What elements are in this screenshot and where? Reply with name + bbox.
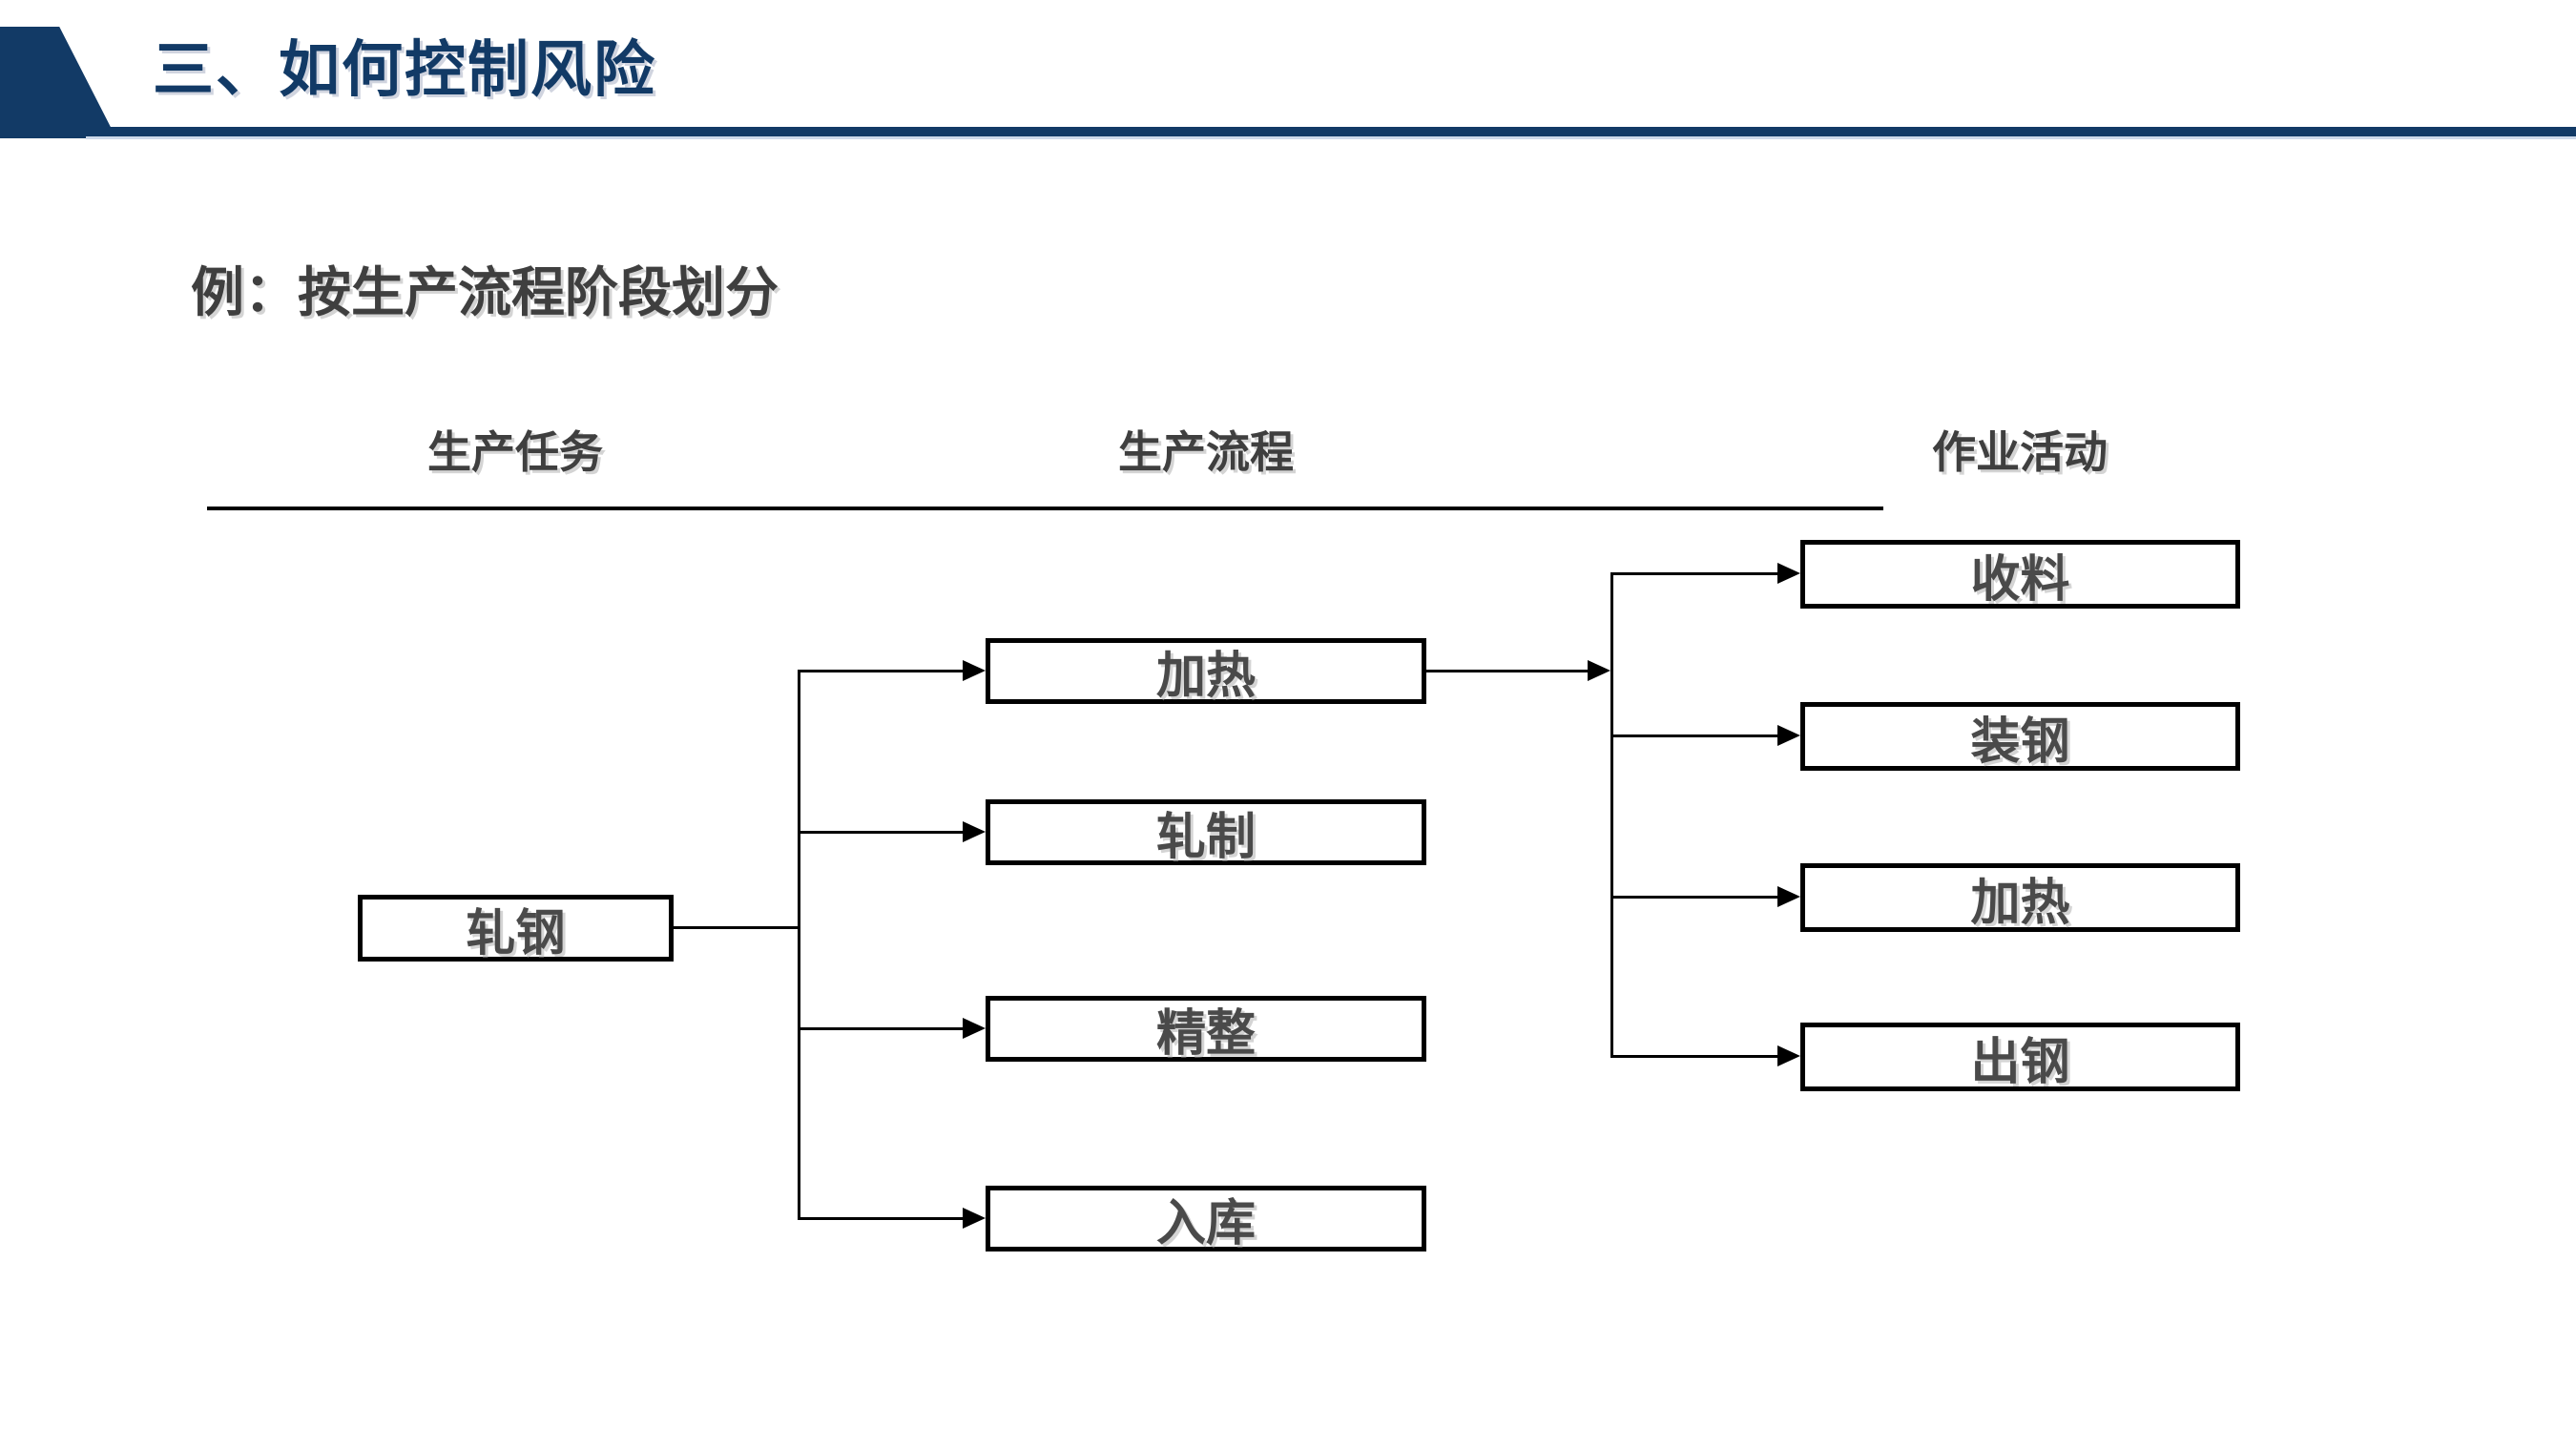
column-header-rule: [207, 507, 1883, 510]
node-process-finishing: 精整: [986, 996, 1426, 1062]
logo-trapezoid-shape: [0, 27, 116, 138]
connector-task-out: [673, 926, 799, 929]
node-activity-heating: 加热: [1800, 863, 2240, 932]
column-header-production-process: 生产流程: [1118, 427, 1294, 477]
arrowhead-activity-0: [1777, 563, 1800, 584]
node-process-warehousing: 入库: [986, 1186, 1426, 1251]
arrowhead-process-1: [963, 821, 986, 842]
page-title: 三、如何控制风险: [153, 35, 656, 104]
example-subtitle: 例：按生产流程阶段划分: [191, 262, 779, 322]
arrowhead-activity-1: [1777, 725, 1800, 746]
column-header-work-activity: 作业活动: [1932, 427, 2108, 477]
connector-branch-process-2: [798, 1027, 965, 1030]
arrowhead-activity-2: [1777, 886, 1800, 907]
connector-branch-activity-3: [1612, 1055, 1778, 1058]
title-underline: [86, 127, 2576, 139]
connector-left-trunk: [798, 670, 800, 1220]
connector-right-trunk: [1610, 572, 1613, 1058]
arrowhead-activity-3: [1777, 1045, 1800, 1066]
column-header-production-task: 生产任务: [427, 427, 603, 477]
arrowhead-right-trunk: [1588, 660, 1610, 681]
connector-process-out: [1426, 670, 1589, 672]
connector-branch-activity-1: [1612, 734, 1778, 737]
connector-branch-process-1: [798, 831, 965, 834]
connector-branch-activity-0: [1612, 572, 1778, 575]
node-process-rolling: 轧制: [986, 799, 1426, 865]
connector-branch-process-0: [798, 670, 965, 672]
node-task-steel-rolling: 轧钢: [358, 895, 674, 962]
arrowhead-process-3: [963, 1208, 986, 1229]
connector-branch-activity-2: [1612, 896, 1778, 899]
node-activity-charging-steel: 装钢: [1800, 702, 2240, 771]
node-activity-tapping-steel: 出钢: [1800, 1023, 2240, 1091]
arrowhead-process-2: [963, 1018, 986, 1039]
node-activity-receiving: 收料: [1800, 540, 2240, 609]
arrowhead-process-0: [963, 660, 986, 681]
node-process-heating: 加热: [986, 638, 1426, 704]
connector-branch-process-3: [798, 1217, 965, 1220]
